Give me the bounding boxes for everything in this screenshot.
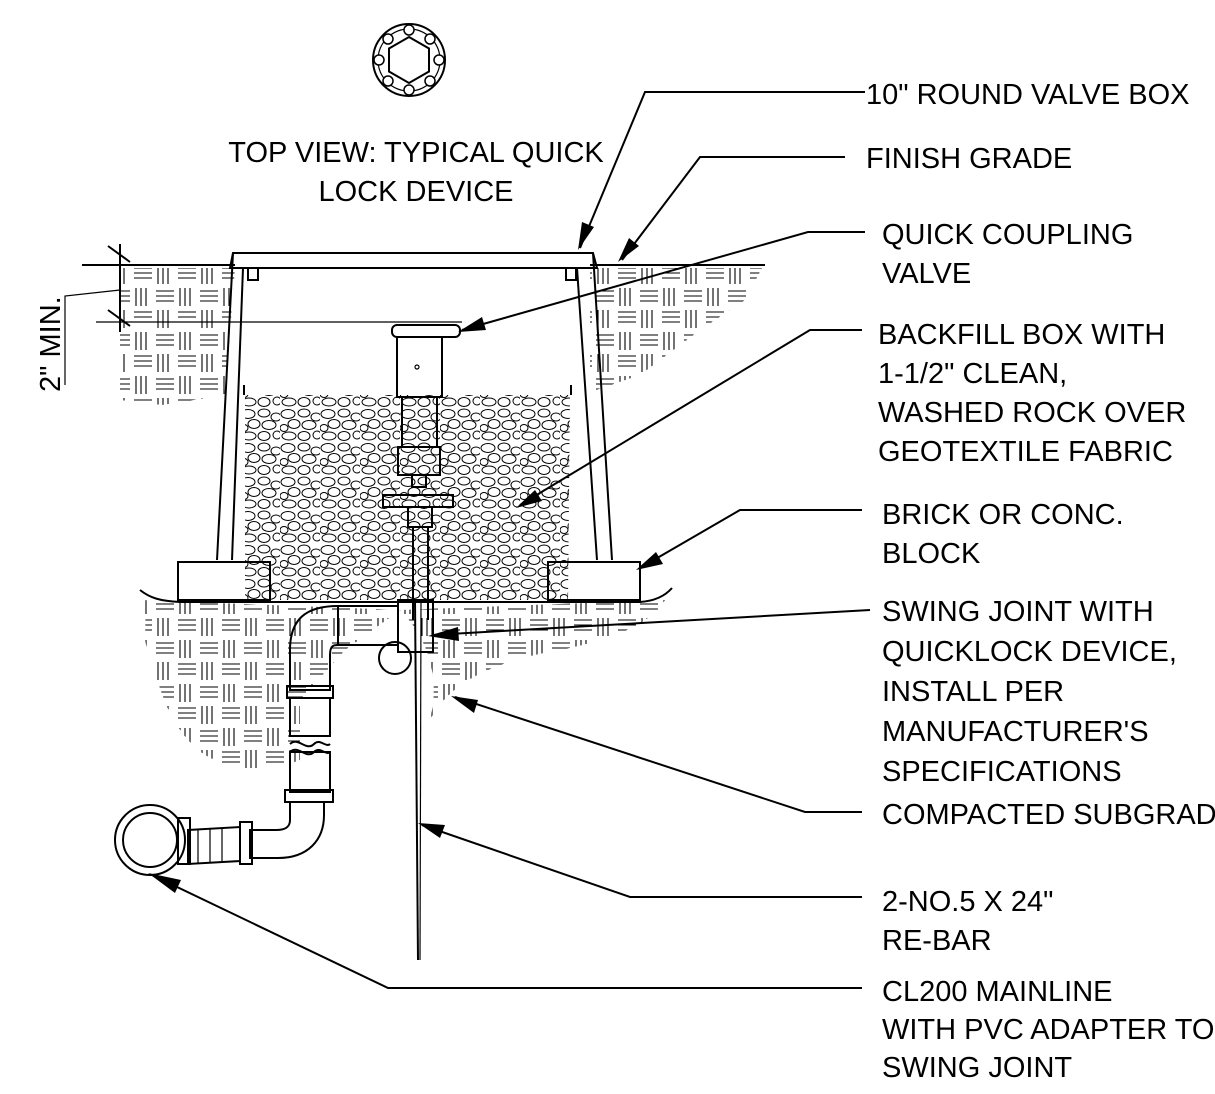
top-view-quick-lock-device [372,23,446,97]
rebar [414,599,422,961]
callout-backfill-line-2: 1-1/2" CLEAN, [878,358,1067,390]
existing-soil-left [120,268,235,405]
callout-swing-joint-line-1: SWING JOINT WITH [882,596,1154,628]
dimension-2in-min [64,244,462,385]
callout-mainline-line-1: CL200 MAINLINE [882,976,1113,1008]
top-view-title-line-2: LOCK DEVICE [319,176,514,208]
leader-lines [151,91,871,989]
callout-mainline-line-3: SWING JOINT [882,1052,1072,1084]
callout-valve-box-line-1: 10" ROUND VALVE BOX [866,79,1190,111]
top-view-title: TOP VIEW: TYPICAL QUICK LOCK DEVICE [228,137,604,208]
callout-quick-coupling-valve-line-1: QUICK COUPLING [882,219,1133,251]
callout-swing-joint-line-2: QUICKLOCK DEVICE, [882,636,1177,668]
callout-brick-block-line-2: BLOCK [882,538,981,570]
gravel-backfill [245,395,570,600]
callout-labels: 10" ROUND VALVE BOX FINISH GRADE QUICK COU… [866,79,1215,1084]
callout-compacted-subgrade-line-1: COMPACTED SUBGRADE [882,799,1215,831]
callout-swing-joint-line-3: INSTALL PER [882,676,1064,708]
callout-swing-joint-line-4: MANUFACTURER'S [882,716,1149,748]
callout-mainline-line-2: WITH PVC ADAPTER TO [882,1014,1214,1046]
callout-quick-coupling-valve-line-2: VALVE [882,258,971,290]
brick-block-left [177,561,271,601]
callout-backfill-line-4: GEOTEXTILE FABRIC [878,436,1173,468]
compacted-subgrade-soil [142,600,665,769]
dimension-label: 2" MIN. [35,296,67,392]
geotextile-fabric [139,587,673,603]
callout-re-bar-line-2: RE-BAR [882,925,992,957]
callout-brick-block-line-1: BRICK OR CONC. [882,499,1124,531]
top-view-title-line-1: TOP VIEW: TYPICAL QUICK [228,137,604,169]
callout-swing-joint-line-5: SPECIFICATIONS [882,756,1122,788]
brick-block-right [547,561,641,601]
callout-backfill-line-1: BACKFILL BOX WITH [878,319,1165,351]
valve-box-body [216,252,613,561]
leader-arrowheads [148,222,663,893]
swing-joint [114,599,434,876]
callout-re-bar-line-1: 2-NO.5 X 24" [882,886,1053,918]
quick-coupling-valve [382,324,461,620]
existing-soil-right [590,268,762,392]
callout-backfill-line-3: WASHED ROCK OVER [878,397,1186,429]
callout-finish-grade-line-1: FINISH GRADE [866,143,1072,175]
